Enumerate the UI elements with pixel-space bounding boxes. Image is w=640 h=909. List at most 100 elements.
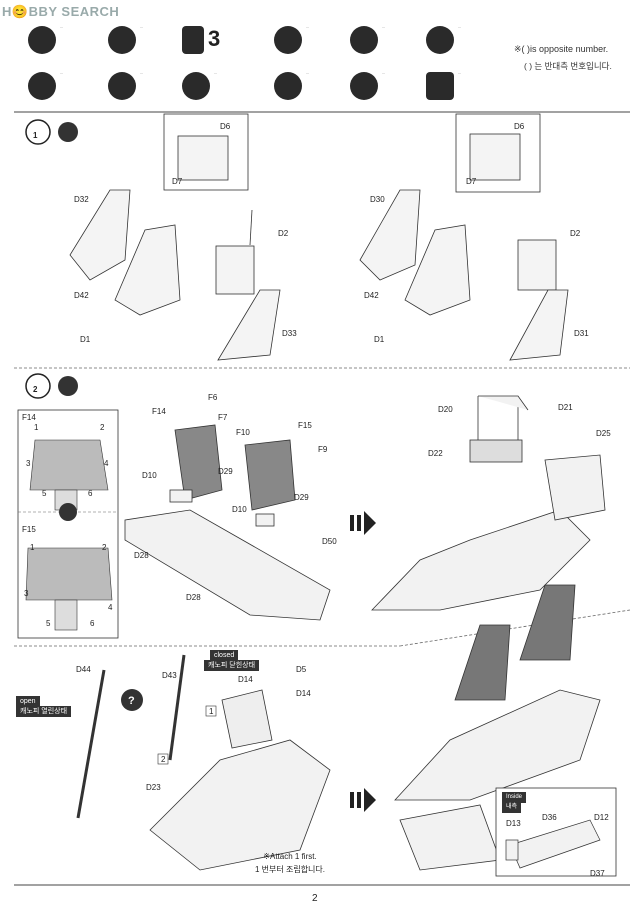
label-d5: D5 [296, 665, 307, 674]
step-2-cement-icon [58, 376, 78, 396]
label-d29-a: D29 [218, 467, 233, 476]
label-d14-a: D14 [238, 675, 253, 684]
label-d25: D25 [596, 429, 611, 438]
legend-question: ... [108, 70, 188, 110]
legend-glue: ... [350, 24, 430, 64]
label-d6-right: D6 [514, 122, 525, 131]
label-f14-panel: F14 [22, 413, 36, 422]
opposite-note-kr: ( ) 는 반대측 번호입니다. [524, 61, 612, 71]
legend-repeat: 3 [182, 24, 262, 64]
label-d14-b: D14 [296, 689, 311, 698]
decal-num-4b: 4 [108, 603, 113, 612]
label-d21: D21 [558, 403, 573, 412]
inside-detail-part [505, 819, 601, 869]
step-1-cement-icon [58, 122, 78, 142]
decal-num-2a: 2 [100, 423, 105, 432]
legend-cut: ... [28, 70, 108, 110]
glue-icon [350, 26, 378, 54]
label-d43: D43 [162, 671, 177, 680]
box-1-number: 1 [209, 707, 214, 716]
decal-num-5b: 5 [46, 619, 51, 628]
label-d2-left: D2 [278, 229, 289, 238]
step-2-number: 2 [33, 385, 38, 394]
drill-icon [182, 72, 210, 100]
label-d22: D22 [428, 449, 443, 458]
question-icon [108, 72, 136, 100]
canopy-strut-closed [168, 654, 186, 761]
decal-num-5a: 5 [42, 489, 47, 498]
label-d7-right: D7 [466, 177, 477, 186]
label-d32: D32 [74, 195, 89, 204]
box-2-number: 2 [161, 755, 166, 764]
legend-flip: ... [274, 70, 354, 110]
label-f10: F10 [236, 428, 250, 437]
step-1-badge [25, 119, 51, 145]
seat-assembly-left [69, 135, 281, 361]
canopy-strut-open [76, 669, 106, 819]
label-d10-a: D10 [142, 471, 157, 480]
label-d31: D31 [574, 329, 589, 338]
label-d42-right: D42 [364, 291, 379, 300]
label-f15: F15 [298, 421, 312, 430]
question-icon [121, 689, 143, 711]
decal-num-1a: 1 [34, 423, 39, 432]
step-arrow-1 [350, 511, 376, 535]
label-d50: D50 [322, 537, 337, 546]
legend-caution: ... [350, 70, 430, 110]
decal-num-1b: 1 [30, 543, 35, 552]
decal-num-3b: 3 [24, 589, 29, 598]
label-d10-b: D10 [232, 505, 247, 514]
repeat-number: 3 [208, 26, 221, 51]
legend-no-cement: ... [108, 24, 188, 64]
no-cement-icon [108, 26, 136, 54]
label-d1-left: D1 [80, 335, 91, 344]
label-d29-b: D29 [294, 493, 309, 502]
seat-assembly-right [359, 133, 569, 361]
step-1-number: 1 [33, 131, 38, 140]
cut-icon [28, 72, 56, 100]
paint-icon [426, 26, 454, 54]
decal-num-4a: 4 [104, 459, 109, 468]
label-d33: D33 [282, 329, 297, 338]
label-d13: D13 [506, 819, 521, 828]
watermark: H😊BBY SEARCH [2, 4, 120, 19]
label-d42-left: D42 [74, 291, 89, 300]
cement-icon [28, 26, 56, 54]
label-f7: F7 [218, 413, 228, 422]
decal-num-2b: 2 [102, 543, 107, 552]
legend-paint: ... [426, 24, 506, 64]
decal-num-6a: 6 [88, 489, 93, 498]
attention-icon [426, 72, 454, 100]
repeat-3-icon [182, 26, 204, 54]
cockpit-front-assembly [149, 689, 331, 871]
label-d30: D30 [370, 195, 385, 204]
flip-icon [274, 72, 302, 100]
label-d20: D20 [438, 405, 453, 414]
cockpit-final-assembly [394, 584, 601, 871]
label-d7-left: D7 [172, 177, 183, 186]
legend-attention: ... [426, 70, 506, 110]
svg-text:?: ? [128, 695, 135, 707]
legend-drill: ... [182, 70, 262, 110]
closed-tag-kr: 캐노피 닫힌상태 [204, 660, 260, 671]
label-d36: D36 [542, 813, 557, 822]
label-f6: F6 [208, 393, 218, 402]
label-d44: D44 [76, 665, 91, 674]
label-f14: F14 [152, 407, 166, 416]
legend-decal: ... [274, 24, 354, 64]
legend-cement: ... [28, 24, 108, 64]
attach-note-en: ※Attach 1 first. [263, 852, 317, 861]
inside-tag-kr: 내측 [502, 802, 522, 813]
box-2-marker [157, 753, 169, 765]
box-1-marker [205, 705, 217, 717]
label-d23: D23 [146, 783, 161, 792]
label-d12: D12 [594, 813, 609, 822]
decal-num-3a: 3 [26, 459, 31, 468]
step-2-badge [25, 373, 51, 399]
page-number: 2 [312, 893, 318, 904]
label-d2-right: D2 [570, 229, 581, 238]
caution-icon [350, 72, 378, 100]
symbol-legend: ... ... 3 ... ... ... ... ... ... ... ..… [28, 22, 628, 114]
decal-icon [274, 26, 302, 54]
